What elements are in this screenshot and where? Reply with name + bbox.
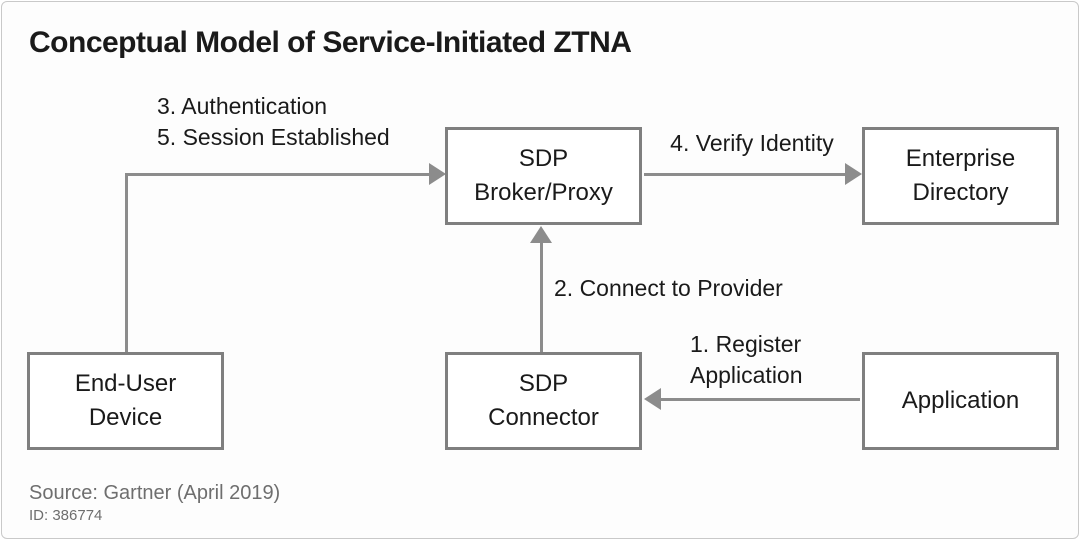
node-enterprise-directory: Enterprise Directory (862, 127, 1059, 225)
edge-register-application-line (661, 398, 860, 401)
node-end-user-device-line1: End-User (74, 370, 177, 397)
label-verify-identity: 4. Verify Identity (670, 130, 834, 156)
node-sdp-connector-line1: SDP (518, 370, 569, 397)
label-auth-session: 3. Authentication 5. Session Established (157, 91, 390, 153)
document-id: ID: 386774 (29, 507, 103, 524)
edge-connect-provider-line (540, 242, 543, 352)
arrowhead-auth-session (429, 163, 446, 185)
arrowhead-register-application (644, 388, 661, 410)
diagram-title: Conceptual Model of Service-Initiated ZT… (29, 26, 632, 59)
node-sdp-connector: SDP Connector (445, 352, 642, 450)
label-register-application-line2: Application (690, 362, 803, 388)
node-end-user-device: End-User Device (27, 352, 224, 450)
node-application: Application (862, 352, 1059, 450)
node-application-line1: Application (901, 387, 1020, 414)
label-register-application: 1. Register Application (690, 329, 803, 391)
arrowhead-connect-provider (530, 226, 552, 243)
label-register: 1. Register (690, 331, 802, 357)
node-enterprise-directory-line2: Directory (912, 179, 1009, 206)
source-attribution: Source: Gartner (April 2019) (29, 482, 281, 504)
node-enterprise-directory-line1: Enterprise (905, 145, 1016, 172)
label-authentication: 3. Authentication (157, 93, 328, 119)
arrowhead-verify-identity (845, 163, 862, 185)
node-end-user-device-line2: Device (88, 404, 163, 431)
node-sdp-broker-proxy: SDP Broker/Proxy (445, 127, 642, 225)
node-sdp-broker-proxy-line2: Broker/Proxy (474, 179, 613, 206)
edge-auth-session-vertical-line (125, 173, 128, 352)
label-session-established: 5. Session Established (157, 124, 390, 150)
node-sdp-broker-proxy-line1: SDP (518, 145, 569, 172)
edge-auth-session-horizontal-line (125, 173, 430, 176)
label-connect-to-provider: 2. Connect to Provider (554, 275, 783, 301)
edge-verify-identity-line (644, 173, 846, 176)
node-sdp-connector-line2: Connector (488, 404, 599, 431)
